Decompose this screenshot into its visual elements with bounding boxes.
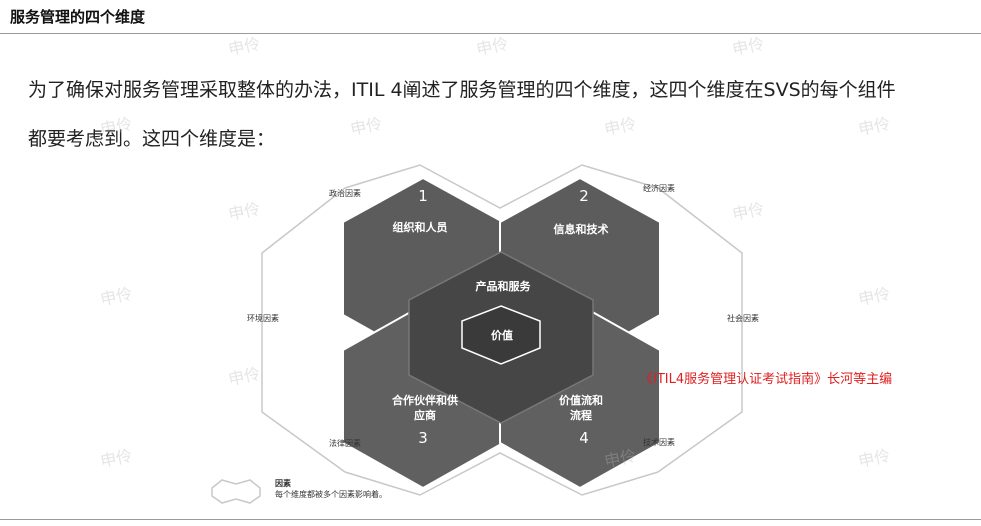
factor-technological-label: 技术因素 [643,437,675,447]
factor-social-label: 社会因素 [727,313,759,323]
dimension-4-label-line-2: 流程 [570,408,592,422]
legend-title: 因素 [275,478,291,488]
intro-paragraph-line-1: 为了确保对服务管理采取整体的办法，ITIL 4阐述了服务管理的四个维度，这四个维… [28,79,896,101]
dimension-1-label: 组织和人员 [393,220,448,234]
footer-divider [0,519,981,520]
intro-paragraph-line-2: 都要考虑到。这四个维度是： [28,128,276,150]
factor-economic-label: 经济因素 [643,183,675,193]
factor-outline-bottom [344,452,659,496]
dimension-3-label-line-2: 应商 [414,408,436,422]
legend-description: 每个维度都被多个因素影响着。 [275,489,387,499]
factor-environmental-label: 环境因素 [247,313,279,323]
source-caption: 《ITIL4服务管理认证考试指南》长河等主编 [640,372,893,387]
factor-outline-left [261,187,346,473]
factor-outline-top [344,164,659,209]
header-divider [0,33,981,34]
factor-outline-right [657,187,743,473]
products-services-label: 产品和服务 [476,279,532,293]
dimension-3-label-line-1: 合作伙伴和供 [392,393,458,407]
dimension-1-number: 1 [418,187,428,205]
dimension-4-label-line-1: 价值流和 [559,393,603,407]
dimension-2-label: 信息和技术 [554,222,609,236]
page-title: 服务管理的四个维度 [10,8,146,26]
factor-legal-label: 法律因素 [329,438,361,448]
dimension-2-number: 2 [579,187,589,205]
dimension-4-number: 4 [579,429,589,447]
factor-political-label: 政治因素 [329,188,361,198]
legend-factor-icon [211,479,261,504]
value-label: 价值 [491,328,513,342]
value-hexagon [461,305,541,365]
dimension-3-number: 3 [418,429,428,447]
